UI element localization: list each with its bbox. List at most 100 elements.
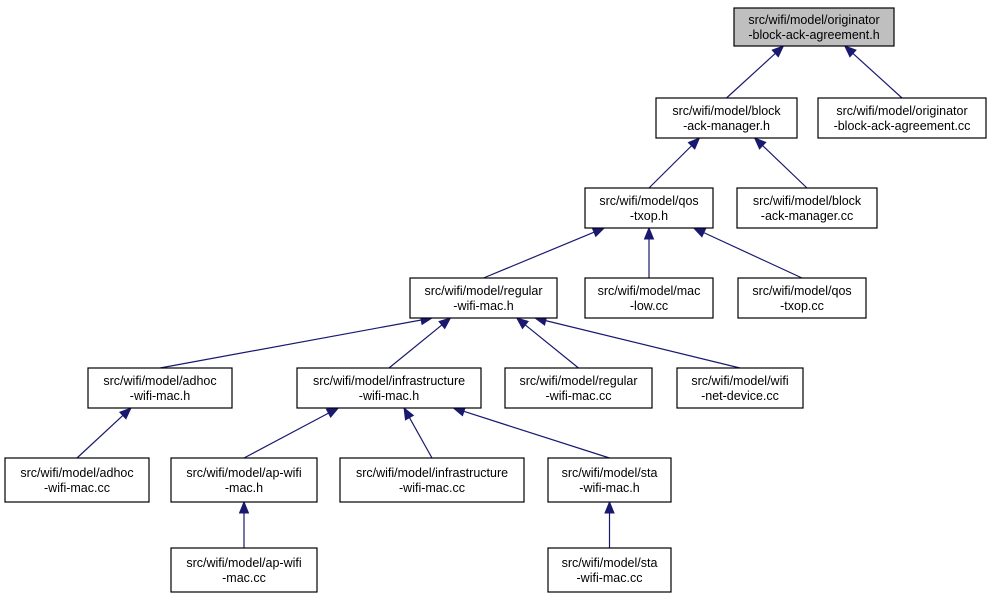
node-box[interactable] [547,547,672,593]
node-label-line1: src/wifi/model/block [753,194,862,208]
node-label-line1: src/wifi/model/originator [748,13,879,27]
edge-infra-h-to-reg-h [388,317,452,369]
node-label-line2: -ack-manager.h [683,119,770,133]
node-bam-cc[interactable]: src/wifi/model/block-ack-manager.cc [736,187,878,229]
edge-bam-h-to-oba-h [726,45,785,99]
node-label-line2: -ack-manager.cc [761,209,853,223]
node-box[interactable] [733,7,895,47]
edge-line [762,145,808,189]
node-maclow-cc[interactable]: src/wifi/model/mac-low.cc [584,277,714,319]
node-label-line2: -low.cc [630,299,668,313]
node-label-line1: src/wifi/model/sta [562,466,658,480]
node-box[interactable] [655,97,798,139]
nodes-layer: src/wifi/model/originator-block-ack-agre… [4,7,987,593]
node-label-line1: src/wifi/model/mac [598,284,701,298]
edge-qos-cc-to-qos-h [692,227,803,279]
node-ap-h[interactable]: src/wifi/model/ap-wifi-mac.h [170,457,318,503]
node-label-line2: -wifi-mac.cc [546,389,612,403]
arrowhead-icon [843,45,857,58]
arrowhead-icon [753,137,767,150]
node-box[interactable] [87,367,233,409]
arrowhead-icon [692,227,707,238]
edge-line [852,52,903,99]
node-box[interactable] [339,457,525,503]
node-label-line2: -wifi-mac.cc [44,481,110,495]
node-qos-h[interactable]: src/wifi/model/qos-txop.h [584,187,714,229]
node-oba-h[interactable]: src/wifi/model/originator-block-ack-agre… [733,7,895,47]
node-bam-h[interactable]: src/wifi/model/block-ack-manager.h [655,97,798,139]
edge-oba-cc-to-oba-h [843,45,903,99]
node-label-line2: -wifi-mac.h [130,389,190,403]
node-netdev-cc[interactable]: src/wifi/model/wifi-net-device.cc [676,367,804,409]
node-label-line1: src/wifi/model/ap-wifi [186,466,301,480]
edge-line [483,231,595,279]
edge-sta-cc-to-sta-h [604,500,615,548]
node-sta-cc[interactable]: src/wifi/model/sta-wifi-mac.cc [547,547,672,593]
node-box[interactable] [737,277,867,319]
arrowhead-icon [515,317,529,330]
edge-maclow-cc-to-qos-h [643,226,655,278]
edge-line [463,410,610,459]
node-label-line2: -txop.cc [780,299,824,313]
node-box[interactable] [817,97,987,139]
arrowhead-icon [118,407,132,420]
edge-sta-h-to-infra-h [452,406,610,459]
edge-line [408,417,433,459]
node-box[interactable] [504,367,653,409]
edge-reg-h-to-qos-h [483,227,606,279]
edge-infra-cc-to-infra-h [403,406,433,459]
edge-adhoc-cc-to-adhoc-h [76,407,132,459]
node-label-line2: -net-device.cc [701,389,779,403]
node-box[interactable] [676,367,804,409]
edge-line [726,52,776,99]
arrowhead-icon [771,45,785,58]
node-label-line1: src/wifi/model/block [672,104,781,118]
node-ap-cc[interactable]: src/wifi/model/ap-wifi-mac.cc [170,547,318,593]
arrowhead-icon [403,406,415,421]
node-oba-cc[interactable]: src/wifi/model/originator-block-ack-agre… [817,97,987,139]
arrowhead-icon [591,227,606,238]
node-box[interactable] [170,457,318,503]
node-adhoc-h[interactable]: src/wifi/model/adhoc-wifi-mac.h [87,367,233,409]
node-label-line2: -wifi-mac.cc [577,571,643,585]
edge-qos-h-to-bam-h [648,137,701,189]
node-label-line1: src/wifi/model/wifi [691,374,788,388]
edge-reg-cc-to-reg-h [515,317,579,369]
edge-line [388,324,443,369]
node-reg-h[interactable]: src/wifi/model/regular-wifi-mac.h [409,277,558,319]
arrowhead-icon [238,500,250,514]
node-label-line1: src/wifi/model/originator [836,104,967,118]
arrowhead-icon [687,137,701,150]
node-qos-cc[interactable]: src/wifi/model/qos-txop.cc [737,277,867,319]
node-label-line2: -mac.cc [222,571,266,585]
node-box[interactable] [584,187,714,229]
edge-line [159,319,422,369]
node-label-line1: src/wifi/model/qos [599,194,698,208]
node-label-line1: src/wifi/model/ap-wifi [186,556,301,570]
node-label-line2: -wifi-mac.h [453,299,513,313]
node-adhoc-cc[interactable]: src/wifi/model/adhoc-wifi-mac.cc [4,457,150,503]
node-box[interactable] [584,277,714,319]
node-label-line1: src/wifi/model/adhoc [20,466,133,480]
edge-line [243,412,329,459]
node-box[interactable] [736,187,878,229]
node-label-line1: src/wifi/model/infrastructure [356,466,508,480]
node-box[interactable] [296,367,482,409]
edge-bam-cc-to-bam-h [753,137,808,189]
node-infra-h[interactable]: src/wifi/model/infrastructure-wifi-mac.h [296,367,482,409]
node-label-line2: -block-ack-agreement.h [748,28,879,42]
node-infra-cc[interactable]: src/wifi/model/infrastructure-wifi-mac.c… [339,457,525,503]
edge-ap-h-to-infra-h [243,407,340,459]
node-reg-cc[interactable]: src/wifi/model/regular-wifi-mac.cc [504,367,653,409]
node-label-line2: -mac.h [225,481,263,495]
node-box[interactable] [547,457,672,503]
node-sta-h[interactable]: src/wifi/model/sta-wifi-mac.h [547,457,672,503]
node-box[interactable] [170,547,318,593]
edge-netdev-cc-to-reg-h [533,315,741,369]
node-label-line2: -wifi-mac.h [359,389,419,403]
arrowhead-icon [604,500,615,514]
node-box[interactable] [4,457,150,503]
edge-line [76,415,124,459]
arrowhead-icon [438,317,452,330]
node-box[interactable] [409,277,558,319]
